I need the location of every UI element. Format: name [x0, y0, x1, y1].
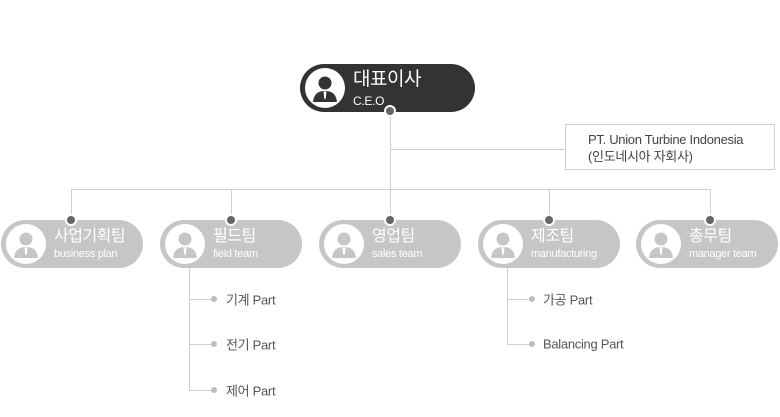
- team-name: 영업팀: [372, 227, 415, 245]
- team-title: manufacturing: [531, 247, 597, 260]
- ceo-title: C.E.O: [353, 93, 385, 108]
- sub-part-label: Balancing Part: [543, 336, 624, 352]
- field-sub-branch-line: [189, 344, 214, 345]
- sub-part-label: 가공 Part: [543, 292, 593, 308]
- subsidiary-name: PT. Union Turbine Indonesia: [588, 132, 744, 147]
- person-icon: [324, 224, 364, 264]
- junction-dot: [225, 214, 237, 226]
- ceo-node: 대표이사 C.E.O: [300, 64, 475, 112]
- team-title: field team: [213, 247, 258, 260]
- team-drop-line: [549, 189, 550, 221]
- subsidiary-branch-line: [390, 149, 565, 150]
- junction-dot: [543, 214, 555, 226]
- sub-part-label: 제어 Part: [226, 383, 276, 399]
- team-name: 제조팀: [531, 227, 574, 245]
- person-icon: [305, 68, 345, 108]
- field-sub-branch-line: [189, 299, 214, 300]
- person-icon: [483, 224, 523, 264]
- team-drop-line: [390, 189, 391, 221]
- team-name: 총무팀: [689, 227, 732, 245]
- ceo-name: 대표이사: [353, 68, 421, 90]
- sub-part-label: 기계 Part: [226, 292, 276, 308]
- team-node-sales: 영업팀 sales team: [319, 220, 461, 268]
- subsidiary-note: (인도네시아 자회사): [588, 149, 693, 164]
- junction-dot: [65, 214, 77, 226]
- mfg-sub-branch-line: [507, 299, 532, 300]
- sub-part-label: 전기 Part: [226, 337, 276, 353]
- junction-dot: [704, 214, 716, 226]
- field-sub-branch-line: [189, 390, 214, 391]
- mfg-sub-trunk-line: [507, 268, 508, 344]
- field-sub-trunk-line: [189, 268, 190, 390]
- sub-part-dot: [529, 341, 535, 347]
- team-drop-line: [231, 189, 232, 221]
- team-title: manager team: [689, 247, 757, 260]
- mfg-sub-branch-line: [507, 344, 532, 345]
- team-title: sales team: [372, 247, 423, 260]
- team-node-field: 필드팀 field team: [160, 220, 302, 268]
- person-icon: [6, 224, 46, 264]
- sub-part-dot: [529, 296, 535, 302]
- team-name: 필드팀: [213, 227, 256, 245]
- subsidiary-box: PT. Union Turbine Indonesia (인도네시아 자회사): [565, 124, 775, 170]
- team-drop-line: [71, 189, 72, 221]
- ceo-trunk-line: [390, 110, 391, 190]
- person-icon: [641, 224, 681, 264]
- team-node-manufacturing: 제조팀 manufacturing: [478, 220, 620, 268]
- junction-dot: [384, 105, 396, 117]
- junction-dot: [384, 214, 396, 226]
- team-node-business-plan: 사업기획팀 business plan: [1, 220, 143, 268]
- team-name: 사업기획팀: [54, 227, 126, 245]
- team-drop-line: [710, 189, 711, 221]
- team-title: business plan: [54, 247, 118, 260]
- sub-part-dot: [211, 341, 217, 347]
- team-node-manager: 총무팀 manager team: [636, 220, 778, 268]
- sub-part-dot: [211, 296, 217, 302]
- person-icon: [165, 224, 205, 264]
- sub-part-dot: [211, 387, 217, 393]
